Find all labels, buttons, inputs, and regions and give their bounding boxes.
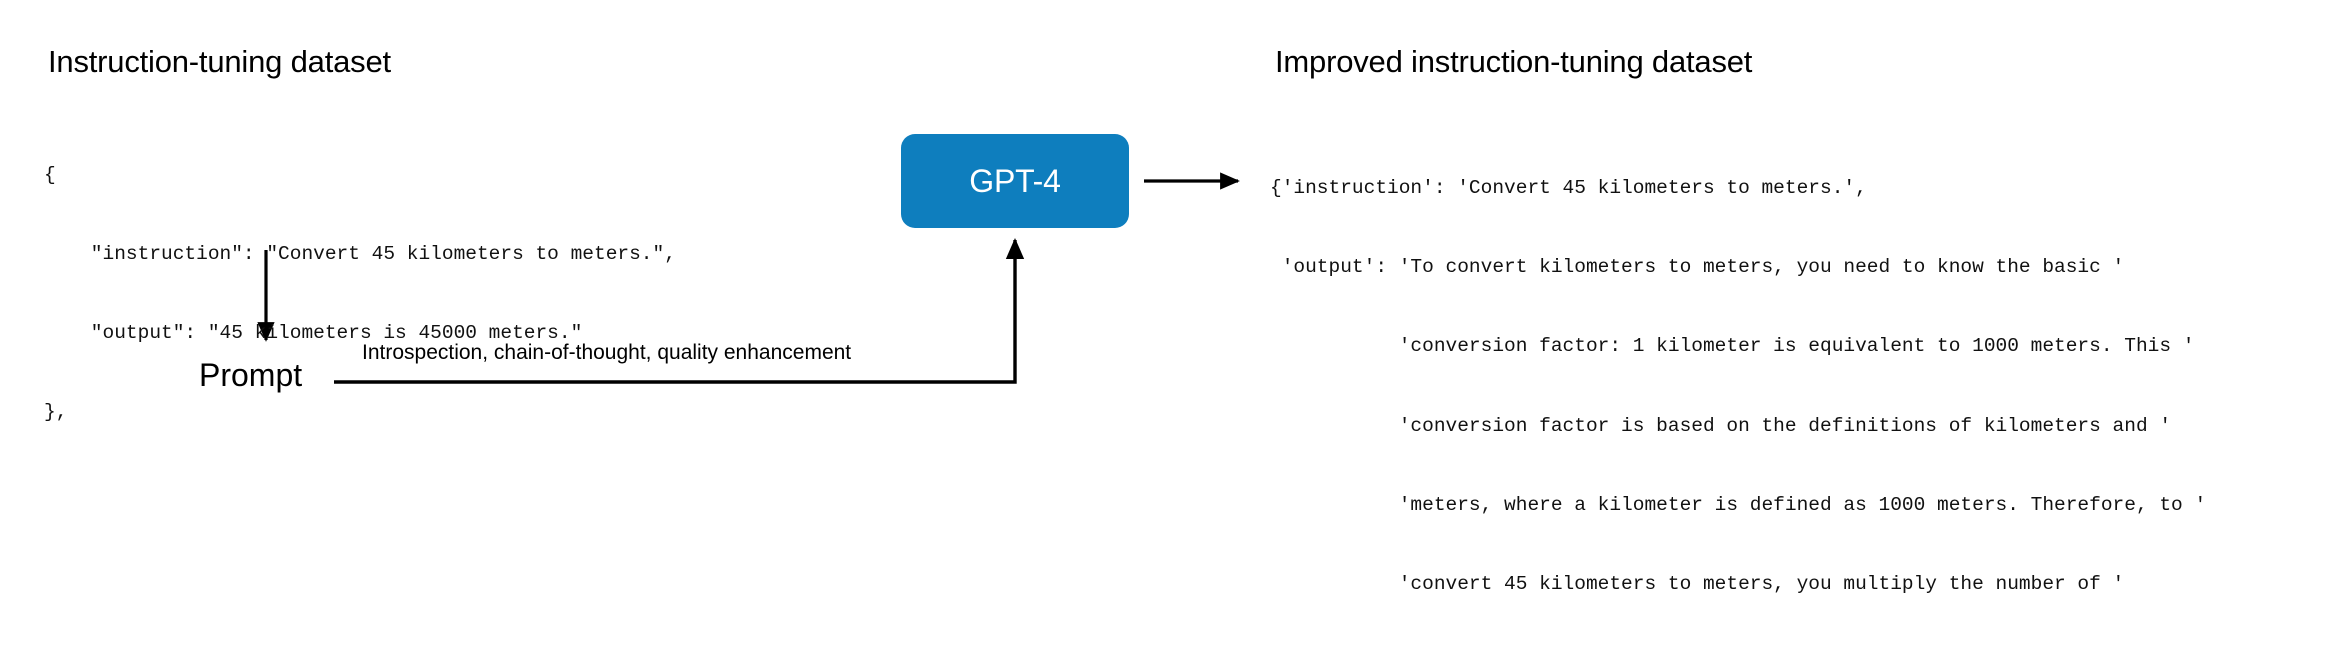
code-line: 'meters, where a kilometer is defined as… bbox=[1270, 493, 2207, 516]
code-line: 'conversion factor: 1 kilometer is equiv… bbox=[1270, 335, 2195, 358]
code-line: "instruction": "Convert 45 kilometers to… bbox=[44, 243, 676, 265]
code-line: {'instruction': 'Convert 45 kilometers t… bbox=[1270, 177, 1867, 199]
code-line: { bbox=[44, 164, 56, 186]
right-panel-title: Improved instruction-tuning dataset bbox=[1275, 44, 1753, 79]
instruction-tuning-dataset-code: { "instruction": "Convert 45 kilometers … bbox=[44, 114, 676, 474]
code-line: "output": "45 kilometers is 45000 meters… bbox=[44, 322, 583, 344]
left-panel-title: Instruction-tuning dataset bbox=[48, 44, 391, 79]
code-line: }, bbox=[44, 401, 68, 423]
code-line: 'kilometers by the conversion factor:\n' bbox=[1270, 646, 2206, 652]
improved-instruction-tuning-dataset-code: {'instruction': 'Convert 45 kilometers t… bbox=[1270, 127, 2206, 652]
gpt4-node-label: GPT-4 bbox=[969, 162, 1061, 199]
code-line: 'conversion factor is based on the defin… bbox=[1270, 414, 2172, 437]
prompt-node-label: Prompt bbox=[199, 357, 303, 393]
code-line: 'output': 'To convert kilometers to mete… bbox=[1270, 256, 2125, 279]
gpt4-node: GPT-4 bbox=[901, 134, 1129, 228]
code-line: 'convert 45 kilometers to meters, you mu… bbox=[1270, 572, 2125, 595]
edge-annotation-label: Introspection, chain-of-thought, quality… bbox=[362, 341, 852, 364]
